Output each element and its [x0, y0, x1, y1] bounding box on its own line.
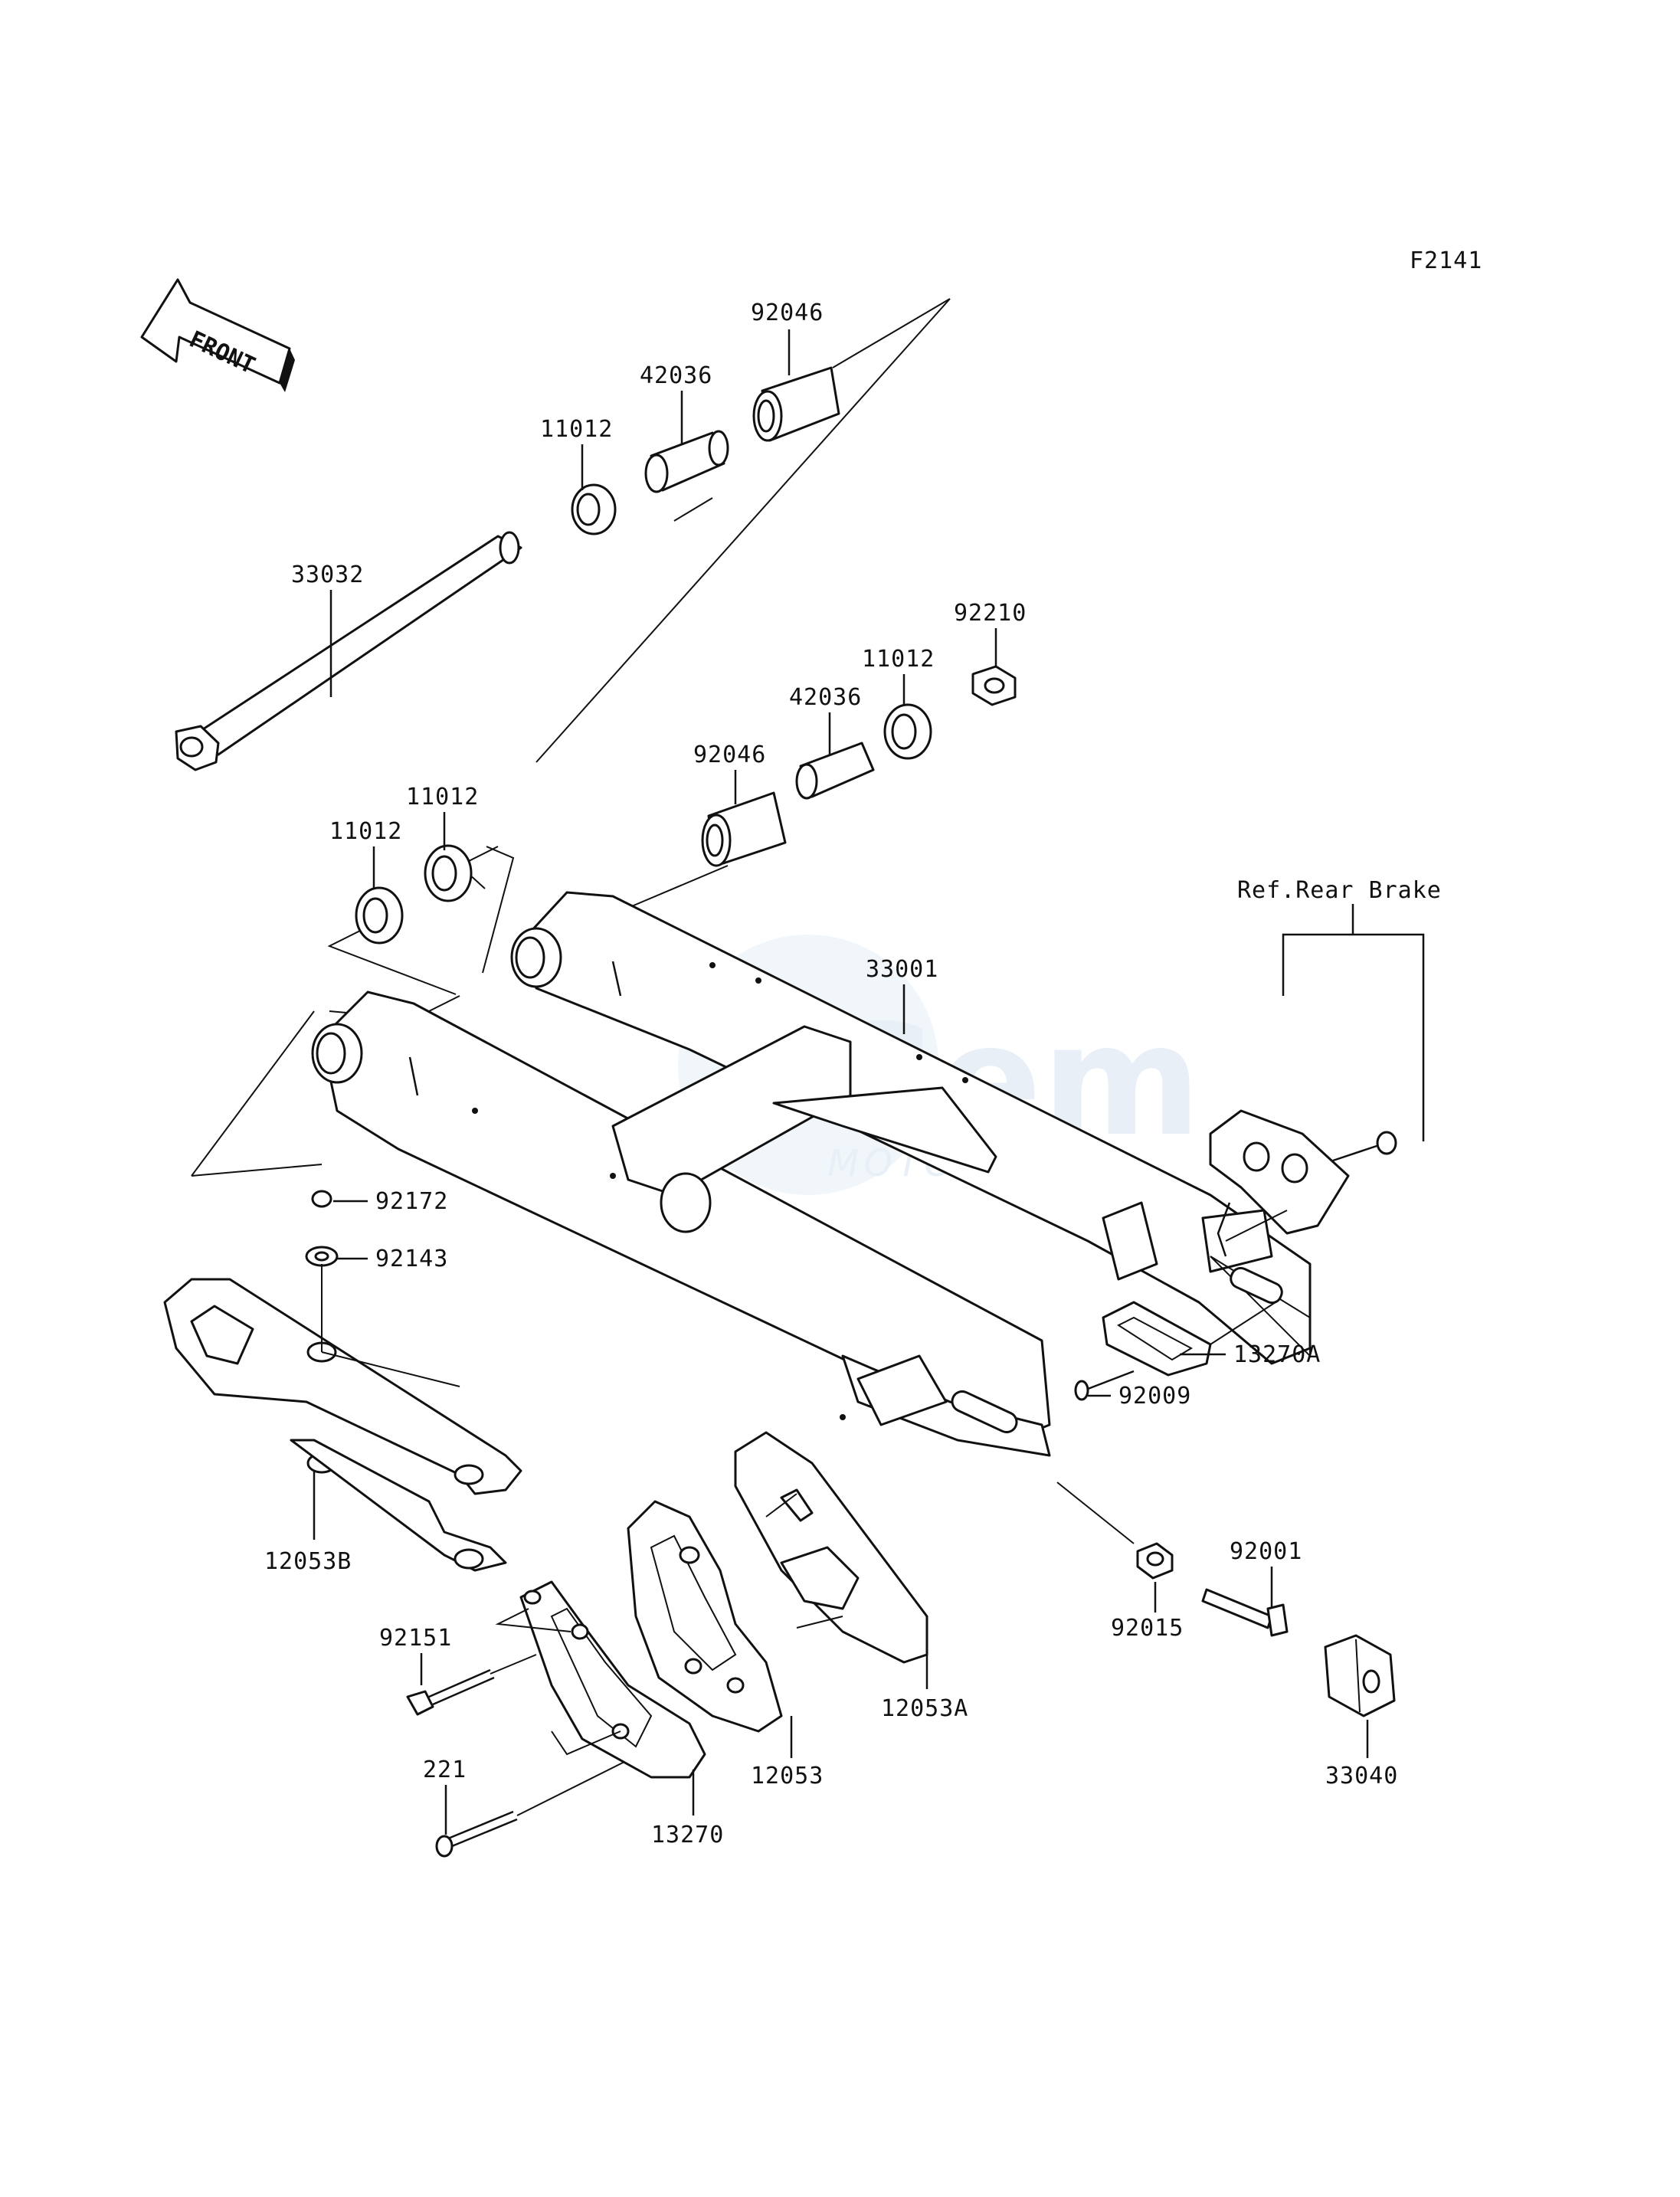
adjuster-block-33040	[1324, 1634, 1396, 1717]
pivot-shaft-33032	[175, 531, 522, 771]
bolt-92001	[1201, 1588, 1289, 1637]
callout-11012: 11012	[329, 818, 402, 845]
cover-plate-13270A	[1102, 1301, 1276, 1377]
bolt-92172	[311, 1190, 332, 1208]
bushing-42036-top	[644, 430, 729, 493]
callout-33001: 33001	[866, 956, 938, 983]
callout-92172: 92172	[375, 1188, 448, 1215]
callout-33040: 33040	[1325, 1763, 1398, 1789]
callout-33032: 33032	[291, 562, 364, 588]
callout-92143: 92143	[375, 1246, 448, 1272]
callout-92151: 92151	[379, 1625, 452, 1652]
callout-92009: 92009	[1118, 1383, 1191, 1410]
callout-92046: 92046	[693, 742, 766, 768]
rear-brake-bracket	[1209, 1109, 1397, 1257]
bushing-42036-mid	[795, 742, 875, 800]
nut-92015	[1056, 1482, 1174, 1580]
needle-bearing-92046-mid	[701, 791, 787, 867]
screw-221	[435, 1761, 625, 1858]
leader-lines	[313, 329, 1425, 1835]
callout-92210: 92210	[954, 600, 1027, 627]
bolt-icon	[1332, 1131, 1397, 1162]
guard-plate-13270	[495, 1580, 706, 1779]
front-arrow-icon: FRONT	[140, 278, 295, 392]
callout-12053A: 12053A	[881, 1695, 968, 1722]
collar-11012-top	[571, 483, 617, 535]
callout-11012: 11012	[406, 784, 479, 810]
callout-11012: 11012	[862, 646, 935, 673]
callout-ref-rear-brake: Ref.Rear Brake	[1237, 877, 1442, 904]
callout-92046: 92046	[751, 300, 824, 326]
chain-slider-12053B	[163, 1264, 522, 1572]
callout-12053: 12053	[751, 1763, 824, 1789]
chain-guide-12053A	[734, 1431, 928, 1664]
collar-11012-left-a	[355, 886, 404, 945]
callout-13270A: 13270A	[1233, 1341, 1321, 1368]
callout-12053B: 12053B	[264, 1548, 352, 1575]
collar-11012-left-b	[424, 844, 473, 902]
callout-221: 221	[423, 1757, 467, 1783]
callout-42036: 42036	[640, 362, 712, 389]
callout-42036: 42036	[789, 684, 862, 711]
callout-92015: 92015	[1111, 1615, 1184, 1642]
callout-labels: 92046 42036 11012 33032 92210 11012 4203…	[264, 300, 1442, 1848]
needle-bearing-92046-top	[752, 366, 840, 442]
callout-92001: 92001	[1230, 1538, 1302, 1565]
swingarm-33001	[311, 891, 1312, 1457]
nut-92210	[971, 665, 1017, 706]
callout-11012: 11012	[540, 416, 613, 443]
bolt-92151	[406, 1654, 537, 1716]
screw-92009	[1074, 1370, 1135, 1401]
chain-guide-12053	[627, 1493, 843, 1733]
washer-92143	[305, 1246, 339, 1267]
callout-13270: 13270	[651, 1822, 724, 1848]
collar-11012-right	[883, 703, 932, 760]
figure-code: F2141	[1410, 247, 1482, 274]
